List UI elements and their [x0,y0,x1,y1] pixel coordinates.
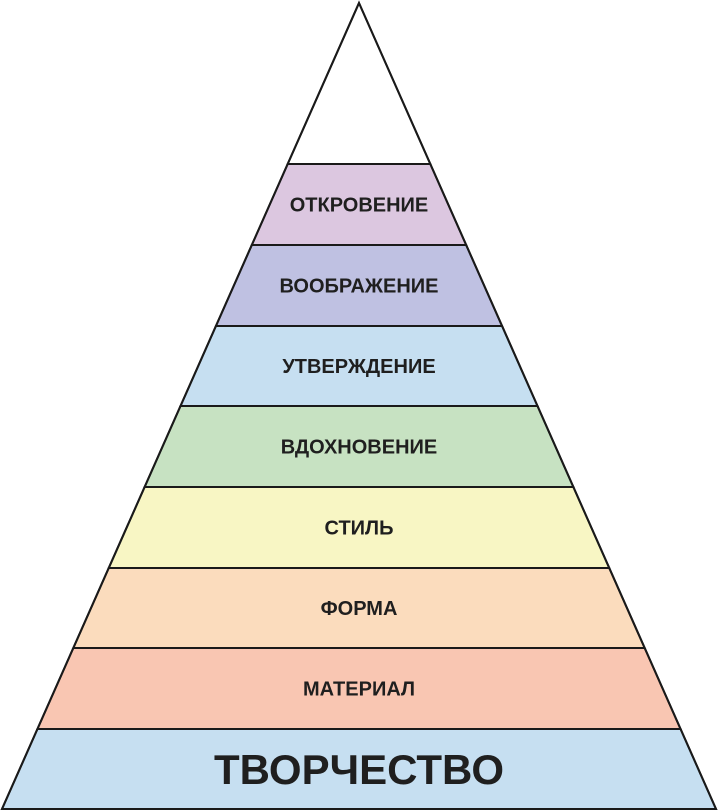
pyramid-layer-label: СТИЛЬ [325,518,394,540]
pyramid-layer-label: ТВОРЧЕСТВО [214,746,504,793]
pyramid-layer-label: УТВЕРЖДЕНИЕ [282,356,435,378]
pyramid-layer-label: ФОРМА [321,598,398,620]
pyramid-apex [286,0,432,165]
pyramid-layer-label: ВДОХНОВЕНИЕ [281,437,438,459]
pyramid-layer-label: МАТЕРИАЛ [303,679,415,701]
pyramid-labels: ОТКРОВЕНИЕ ВООБРАЖЕНИЕ УТВЕРЖДЕНИЕ ВДОХНОВЕ… [214,195,504,794]
pyramid-layer-label: ОТКРОВЕНИЕ [290,195,429,217]
pyramid-layer-label: ВООБРАЖЕНИЕ [279,276,438,298]
